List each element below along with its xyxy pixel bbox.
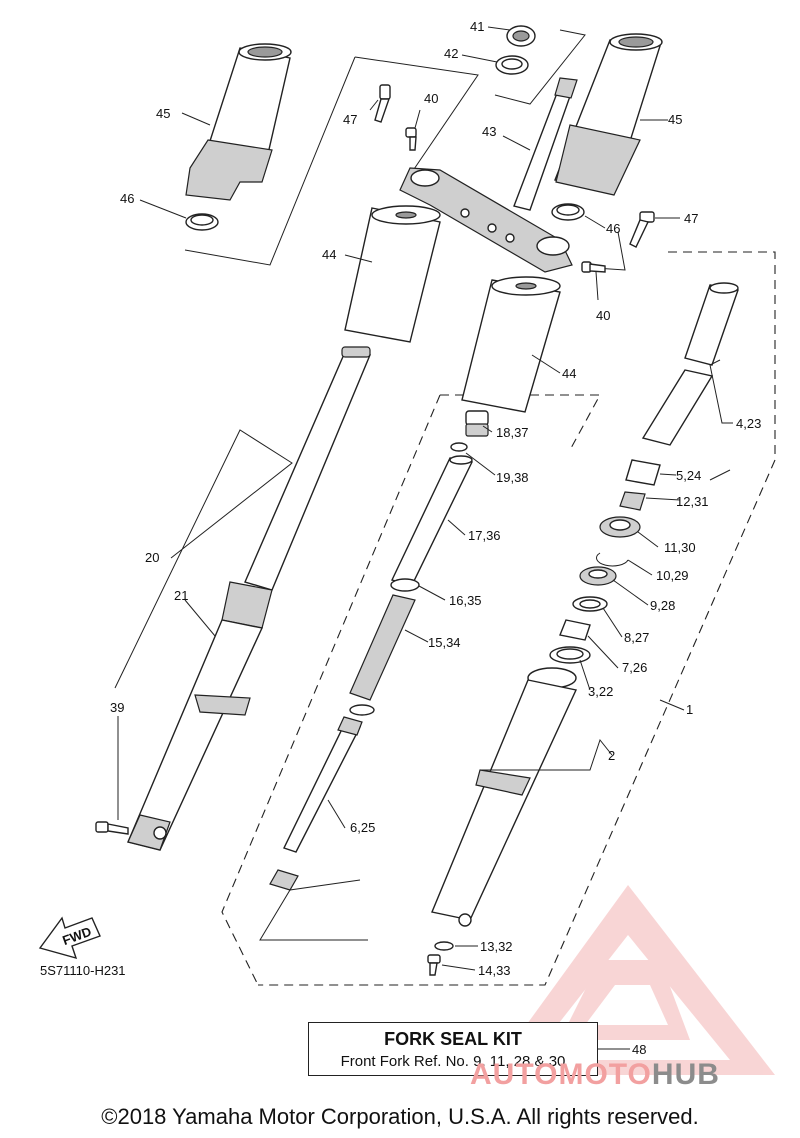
label-5-24: 5,24	[676, 468, 701, 483]
label-1: 1	[686, 702, 693, 717]
label-41: 41	[470, 19, 484, 34]
steering-stem	[513, 77, 578, 211]
watermark-text-part1: AUTOMOTO	[470, 1058, 652, 1091]
fork-cover-left	[185, 43, 292, 201]
seal-3	[549, 646, 591, 664]
outline-upper-bracket	[184, 56, 479, 266]
label-11-30: 11,30	[664, 540, 696, 555]
label-14-33: 14,33	[478, 963, 511, 978]
outline-steering-bracket	[494, 29, 586, 105]
cover-tube-left	[344, 205, 441, 343]
spring-washer	[390, 578, 420, 592]
bolt-40-upper	[405, 127, 417, 151]
label-18-37: 18,37	[496, 425, 529, 440]
fork-cover-ring-right	[551, 203, 585, 221]
label-46-right: 46	[606, 221, 620, 236]
label-47-upper: 47	[343, 112, 357, 127]
label-10-29: 10,29	[656, 568, 689, 583]
label-39: 39	[110, 700, 124, 715]
cover-tube-right	[461, 276, 561, 413]
label-6-25: 6,25	[350, 820, 375, 835]
label-40-lower: 40	[596, 308, 610, 323]
label-45-right: 45	[668, 112, 682, 127]
fwd-arrow-icon: FWD	[38, 916, 101, 960]
outline-right-assembly	[258, 251, 776, 986]
spacer-tube	[391, 455, 474, 586]
label-20: 20	[145, 550, 159, 565]
fork-cover-right	[554, 33, 663, 196]
label-13-32: 13,32	[480, 939, 513, 954]
washer-13	[434, 941, 454, 951]
label-3-22: 3,22	[588, 684, 613, 699]
damper-rod	[269, 716, 363, 891]
bolt-40-lower	[581, 261, 606, 273]
label-19-38: 19,38	[496, 470, 529, 485]
bushing-lower	[619, 491, 646, 511]
kit-subtitle: Front Fork Ref. No. 9, 11, 28 & 30	[340, 1053, 566, 1070]
label-42: 42	[444, 46, 458, 61]
leader-lines	[114, 26, 733, 1050]
label-17-36: 17,36	[468, 528, 501, 543]
part-labels: 41 42 40 47 45 45 43 46 46 47 44 40 44 4…	[40, 19, 761, 1057]
label-48: 48	[632, 1042, 646, 1057]
label-15-34: 15,34	[428, 635, 461, 650]
spring-seat	[349, 704, 375, 716]
label-46-left: 46	[120, 191, 134, 206]
label-45-left: 45	[156, 106, 170, 121]
label-47-right: 47	[684, 211, 698, 226]
bolt-left-upper	[374, 84, 391, 123]
bolt-14	[427, 954, 441, 976]
label-44-left: 44	[322, 247, 336, 262]
fork-spring	[349, 594, 416, 701]
label-12-31: 12,31	[676, 494, 709, 509]
bushing-upper	[625, 459, 661, 486]
outer-tube-right	[431, 667, 578, 927]
copyright-notice: ©2018 Yamaha Motor Corporation, U.S.A. A…	[101, 1104, 699, 1129]
dust-seal	[579, 566, 617, 586]
label-44-right: 44	[562, 366, 576, 381]
kit-title: FORK SEAL KIT	[384, 1029, 522, 1049]
label-43: 43	[482, 124, 496, 139]
bolt-right-upper	[629, 211, 655, 248]
washer-8	[572, 596, 608, 612]
label-21: 21	[174, 588, 188, 603]
watermark-text: AUTOMOTOHUB	[470, 1058, 720, 1092]
outline-right-bolt	[594, 231, 626, 271]
under-bracket	[399, 167, 573, 273]
watermark-text-part2: HUB	[651, 1058, 720, 1091]
label-8-27: 8,27	[624, 630, 649, 645]
fork-seal-kit-box: FORK SEAL KIT Front Fork Ref. No. 9, 11,…	[308, 1022, 598, 1076]
bearing	[506, 25, 536, 47]
label-7-26: 7,26	[622, 660, 647, 675]
label-4-23: 4,23	[736, 416, 761, 431]
circlip	[596, 552, 629, 567]
o-ring	[450, 442, 468, 452]
label-2: 2	[608, 748, 615, 763]
inner-tube-right	[641, 282, 739, 446]
bearing-race	[495, 55, 529, 75]
label-16-35: 16,35	[449, 593, 482, 608]
fork-cover-ring-left	[185, 213, 219, 231]
bolt-39	[95, 821, 129, 835]
cap-bolt	[465, 410, 489, 437]
diagram-code: 5S71110-H231	[40, 963, 126, 978]
fork-left-assembly	[127, 346, 372, 851]
label-40-upper: 40	[424, 91, 438, 106]
oil-seal	[599, 516, 641, 538]
spacer-7	[559, 619, 591, 641]
label-9-28: 9,28	[650, 598, 675, 613]
